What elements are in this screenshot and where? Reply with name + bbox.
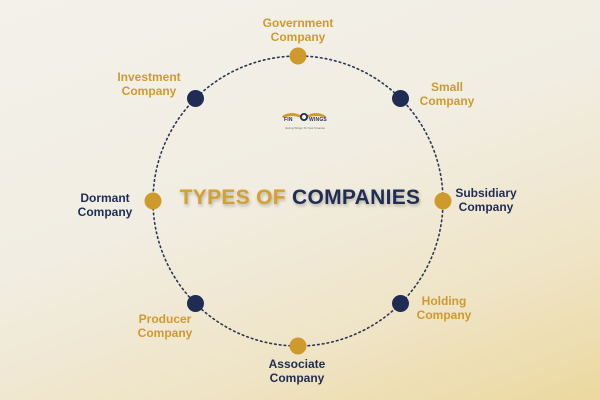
node-dot-holding <box>392 295 409 312</box>
title-part-types-of: TYPES OF <box>179 186 293 209</box>
wings-icon <box>282 113 326 121</box>
node-dot-associate <box>289 337 307 355</box>
label-holding: Holding Company <box>416 294 472 322</box>
label-dormant: Dormant Company <box>77 191 133 219</box>
node-dot-investment <box>187 90 204 107</box>
title-part-companies: COMPANIES <box>292 186 421 209</box>
node-dot-subsidiary <box>434 192 452 210</box>
node-dot-producer <box>187 295 204 312</box>
label-producer: Producer Company <box>137 312 193 340</box>
logo-right-text: WINGS <box>309 117 327 123</box>
logo-left-text: FIN <box>284 117 293 123</box>
label-small: Small Company <box>419 80 475 108</box>
node-dot-small <box>392 90 409 107</box>
finwings-logo: FIN WINGS Giving Wings To Your Finance <box>276 111 332 133</box>
node-dot-dormant <box>144 192 162 210</box>
label-investment: Investment Company <box>117 70 181 98</box>
label-associate: Associate Company <box>268 357 326 385</box>
label-subsidiary: Subsidiary Company <box>455 186 517 214</box>
diagram-title: TYPES OF COMPANIES <box>150 186 450 210</box>
logo-tagline: Giving Wings To Your Finance <box>285 126 325 130</box>
node-dot-government <box>289 47 307 65</box>
ring-dots <box>144 47 452 355</box>
label-government: Government Company <box>262 16 334 44</box>
